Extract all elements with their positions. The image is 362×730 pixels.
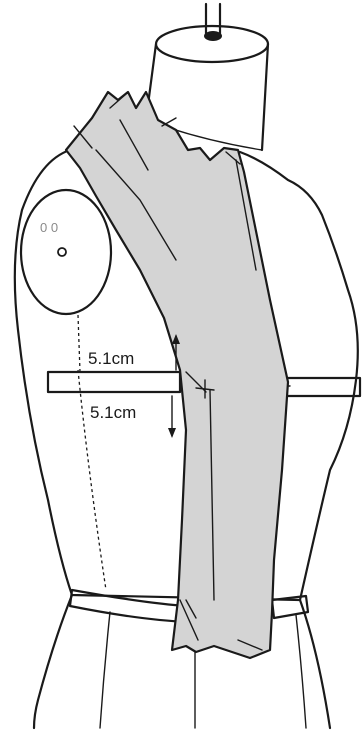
upper-measurement-label: 5.1cm <box>88 349 134 368</box>
armhole-plate: 0 0 <box>21 190 111 314</box>
lower-measurement-label: 5.1cm <box>90 403 136 422</box>
stand-rod <box>204 4 222 41</box>
lower-measurement-arrow <box>168 396 176 438</box>
armhole-marking: 0 0 <box>40 220 58 235</box>
fabric-drape <box>66 92 288 658</box>
